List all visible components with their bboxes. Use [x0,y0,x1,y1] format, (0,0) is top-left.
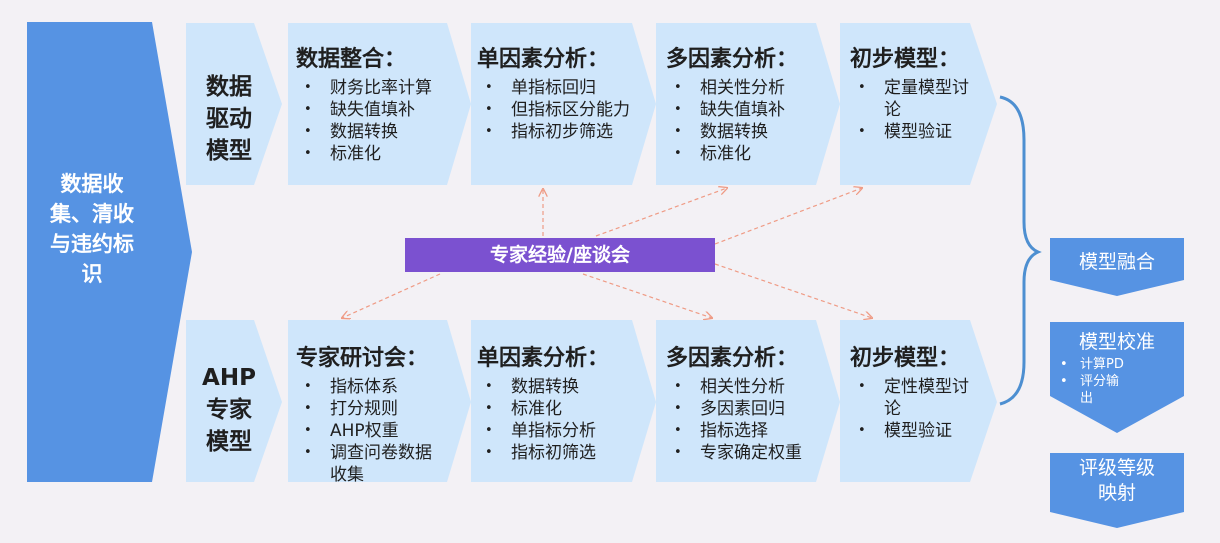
top-stage-initial-model: 初步模型： 定量模型讨论 模型验证 [850,45,978,143]
stage-title: 初步模型： [850,346,961,371]
top-stage-data-integration: 数据整合： 财务比率计算 缺失值填补 数据转换 标准化 [296,45,464,165]
bottom-stage-initial-model: 初步模型： 定性模型讨论 模型验证 [850,344,978,442]
stage-item: 相关性分析 [666,376,812,398]
expert-influence-arrows [342,188,872,318]
stage-title: 多因素分析： [666,346,799,371]
stage-title: 单因素分析： [477,47,610,72]
bottom-stage-expert-seminar: 专家研讨会： 指标体系 打分规则 AHP权重 调查问卷数据收集 [296,344,442,486]
arrow-to-bottom-initial-model [714,263,872,318]
stage-item: 打分规则 [296,398,442,420]
merge-brace [999,95,1042,406]
data-driven-model-title: 数据驱动模型 [206,74,252,164]
stage-item: 财务比率计算 [296,77,464,99]
arrow-to-top-initial-model [714,188,862,245]
stage-item: 模型验证 [850,121,978,143]
data-collection-block [27,22,192,482]
stage-item: 标准化 [477,398,643,420]
top-stage-single-factor: 单因素分析： 单指标回归 但指标区分能力 指标初步筛选 [477,45,653,143]
model-fusion-shape [1050,238,1184,296]
stage-item: 数据转换 [666,121,834,143]
calibration-item: 计算PD [1050,356,1184,373]
top-stage-multi-factor: 多因素分析： 相关性分析 缺失值填补 数据转换 标准化 [666,45,834,165]
stage-item: 单指标回归 [477,77,653,99]
rating-mapping-shape [1050,453,1184,528]
stage-item: 指标体系 [296,376,442,398]
bottom-stage-multi-factor: 多因素分析： 相关性分析 多因素回归 指标选择 专家确定权重 [666,344,812,464]
calibration-item: 评分输出 [1050,373,1130,407]
model-calibration-title: 模型校准 [1078,331,1155,353]
expert-experience-box: 专家经验/座谈会 [405,238,715,272]
arrow-to-top-multi-factor [595,188,727,237]
stage-title: 单因素分析： [477,346,610,371]
model-fusion-label: 模型融合 [1078,251,1155,273]
stage-item: 指标初筛选 [477,442,643,464]
stage-item: 指标初步筛选 [477,121,653,143]
ahp-expert-model-title: AHP专家模型 [202,365,256,455]
stage-item: 相关性分析 [666,77,834,99]
stage-item: 标准化 [296,143,464,165]
stage-item: 数据转换 [477,376,643,398]
stage-title: 初步模型： [850,47,961,72]
stage-item: 缺失值填补 [666,99,834,121]
stage-item: 定量模型讨论 [850,77,978,121]
stage-item: AHP权重 [296,420,442,442]
arrow-to-bottom-multi-factor [582,273,712,318]
stage-item: 模型验证 [850,420,978,442]
rating-mapping-label: 评级等级映射 [1078,457,1155,504]
data-collection-label: 数据收集、清收与违约标识 [50,172,134,286]
stage-title: 专家研讨会： [296,346,429,371]
arrow-to-bottom-expert-seminar [342,273,441,318]
bottom-stage-single-factor: 单因素分析： 数据转换 标准化 单指标分析 指标初筛选 [477,344,643,464]
stage-item: 定性模型讨论 [850,376,978,420]
stage-item: 专家确定权重 [666,442,812,464]
stage-item: 单指标分析 [477,420,643,442]
stage-item: 缺失值填补 [296,99,464,121]
stage-item: 调查问卷数据收集 [296,442,442,486]
model-calibration-box: 模型校准 计算PD 评分输出 [1050,330,1184,407]
stage-item: 数据转换 [296,121,464,143]
stage-title: 数据整合： [296,47,407,72]
stage-title: 多因素分析： [666,47,799,72]
data-driven-title-shape [186,23,282,185]
stage-item: 多因素回归 [666,398,812,420]
stage-item: 指标选择 [666,420,812,442]
ahp-title-shape [186,320,282,482]
stage-item: 标准化 [666,143,834,165]
stage-item: 但指标区分能力 [477,99,653,121]
